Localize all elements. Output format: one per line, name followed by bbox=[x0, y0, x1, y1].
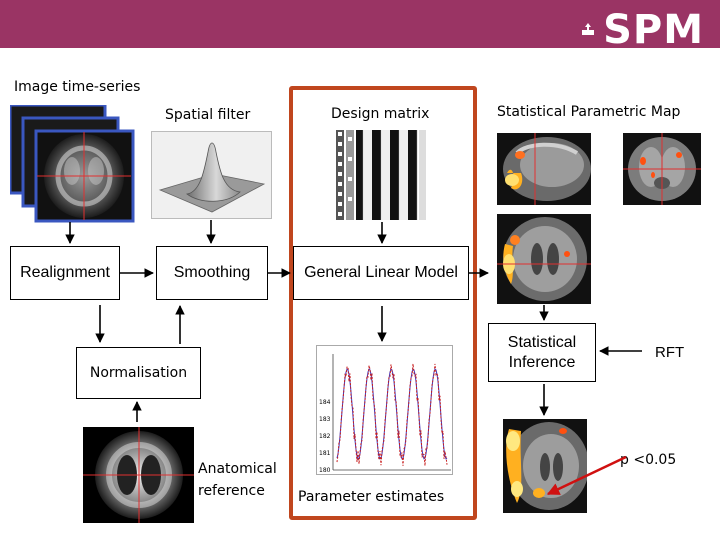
normalisation-box: Normalisation bbox=[76, 347, 201, 399]
spm-sagittal-image bbox=[497, 133, 591, 205]
image-time-series-stack bbox=[8, 103, 135, 223]
spm-logo: SPM bbox=[581, 7, 704, 53]
anatomical-template-image bbox=[83, 427, 194, 523]
parameter-estimates-label: Parameter estimates bbox=[298, 489, 445, 505]
spm-axial-image bbox=[497, 214, 591, 304]
spatial-filter-label: Spatial filter bbox=[165, 107, 251, 123]
logo-mark-icon bbox=[581, 20, 595, 35]
plot-tick-label: 180 bbox=[319, 467, 331, 474]
plot-tick-label: 181 bbox=[319, 450, 331, 457]
plot-tick-label: 184 bbox=[319, 399, 331, 406]
statistical-inference-box: Statistical Inference bbox=[488, 323, 596, 382]
inference-line1: Statistical bbox=[507, 333, 577, 351]
anatomical-line2: reference bbox=[198, 483, 265, 499]
smoothing-box: Smoothing bbox=[156, 246, 268, 300]
plot-tick-label: 182 bbox=[319, 433, 331, 440]
design-matrix-label: Design matrix bbox=[331, 106, 430, 122]
spm-coronal-image bbox=[623, 133, 701, 205]
inference-result-image bbox=[503, 419, 587, 513]
logo-text: SPM bbox=[603, 7, 704, 53]
observed-data-line bbox=[336, 363, 448, 466]
design-matrix-image bbox=[336, 130, 426, 220]
image-time-series-label: Image time-series bbox=[14, 79, 141, 95]
realignment-box: Realignment bbox=[10, 246, 120, 300]
inference-line2: Inference bbox=[508, 353, 576, 371]
p-value-label: p <0.05 bbox=[620, 452, 677, 468]
glm-box: General Linear Model bbox=[293, 246, 469, 300]
glm-highlight-frame bbox=[289, 86, 477, 520]
gaussian-kernel-image bbox=[151, 131, 272, 219]
anatomical-line1: Anatomical bbox=[198, 461, 277, 477]
arrow-pvalue-to-result bbox=[546, 455, 627, 496]
rft-label: RFT bbox=[655, 344, 685, 361]
plot-tick-label: 183 bbox=[319, 416, 331, 423]
anatomical-reference-label: Anatomical reference bbox=[198, 458, 277, 502]
spm-map-label: Statistical Parametric Map bbox=[497, 104, 681, 120]
parameter-estimate-plot: 184 183 182 181 180 bbox=[316, 345, 453, 475]
header-bar bbox=[0, 0, 720, 48]
